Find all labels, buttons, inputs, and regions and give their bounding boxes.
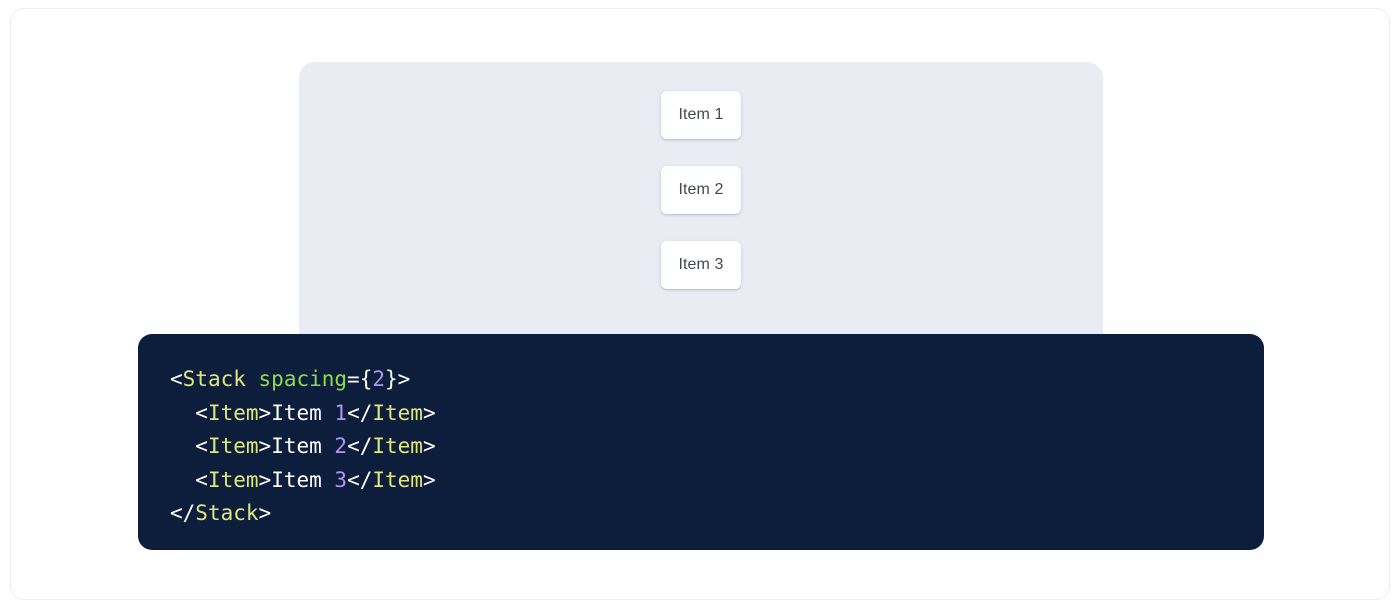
code-token-num: 2 (372, 367, 385, 391)
stack-item[interactable]: Item 2 (661, 166, 741, 214)
code-token-num: 2 (334, 434, 348, 458)
code-token-num: 3 (334, 467, 348, 492)
stack-item[interactable]: Item 3 (661, 241, 741, 289)
stack-item[interactable]: Item 1 (661, 91, 741, 139)
code-token-tag: Item (207, 467, 259, 492)
code-line: <Item>Item 3</Item> (170, 464, 1264, 498)
code-token-punct: </ (170, 501, 196, 525)
code-token-tag: Item (372, 400, 423, 425)
code-snippet-block: <Stack spacing={2}> <Item>Item 1</Item> … (138, 334, 1264, 550)
stack-item-label: Item 1 (678, 106, 724, 123)
code-line: <Item>Item 2</Item> (170, 430, 1264, 464)
code-token-punct: > (258, 434, 272, 458)
code-token-punct: > (258, 400, 272, 425)
code-token-punct: </ (347, 467, 373, 492)
code-line: </Stack> (170, 497, 1264, 531)
code-line: <Stack spacing={2}> (170, 363, 1264, 397)
code-token-punct: </ (347, 434, 373, 458)
stack-item-label: Item 2 (678, 181, 724, 198)
stack-layout-container: Item 1 Item 2 Item 3 (299, 62, 1103, 289)
code-token-text: Item (271, 467, 335, 492)
stack-item-label: Item 3 (678, 256, 724, 273)
code-line: <Item>Item 1</Item> (170, 397, 1264, 431)
code-token-punct: > (258, 501, 272, 525)
code-token-tag: Stack (195, 501, 259, 525)
code-token-punct: </ (347, 400, 373, 425)
code-token-punct: < (195, 467, 208, 492)
code-token-tag: Item (372, 434, 423, 458)
code-token-tag: Item (207, 400, 259, 425)
code-token-punct: < (195, 400, 208, 425)
code-listing[interactable]: <Stack spacing={2}> <Item>Item 1</Item> … (170, 363, 1264, 531)
code-token-tag: Stack (182, 367, 246, 391)
code-token-punct: > (422, 434, 436, 458)
code-token-text: Item (271, 400, 335, 425)
code-token-tag: Item (372, 467, 423, 492)
code-token-punct: > (258, 467, 272, 492)
code-token-punct: > (422, 400, 436, 425)
code-token-punct: ={ (347, 367, 373, 391)
code-token-text (246, 367, 259, 391)
code-token-text: Item (271, 434, 335, 458)
code-token-punct: < (170, 367, 183, 391)
code-token-punct: < (195, 434, 208, 458)
code-token-punct: > (422, 467, 436, 492)
code-token-attr: spacing (258, 367, 348, 391)
component-preview-panel: Item 1 Item 2 Item 3 (299, 62, 1103, 340)
code-token-punct: }> (385, 367, 411, 391)
code-token-num: 1 (334, 400, 348, 425)
code-token-tag: Item (207, 434, 259, 458)
